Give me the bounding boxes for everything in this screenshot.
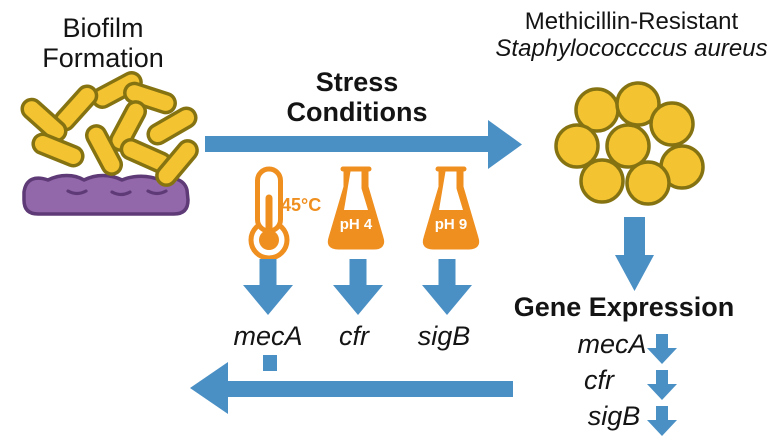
- rod-bacterium-icon: [31, 132, 85, 168]
- gene-expression-mecA: mecA: [577, 329, 647, 359]
- mrsa-down-arrow: [615, 217, 654, 291]
- thermometer-icon: [248, 166, 290, 261]
- gene-label-cfr: cfr: [339, 321, 369, 351]
- stress-conditions-title: Stress Conditions: [252, 67, 462, 127]
- coccus-cell-icon: [605, 123, 651, 169]
- gene-expression-cfr: cfr: [584, 365, 614, 395]
- flask-ph9-icon: [422, 166, 480, 250]
- ph4-down-arrow: [333, 259, 383, 315]
- cfr-small-arrow: [647, 370, 677, 400]
- gene-label-sigB: sigB: [417, 321, 471, 351]
- biofilm-title-line2: Formation: [42, 43, 164, 74]
- temperature-label: 45°C: [281, 195, 322, 215]
- biofilm-title-line1: Biofilm: [62, 13, 144, 43]
- mrsa-title-line2: Staphylococcccus aureus: [495, 34, 768, 62]
- rod-bacterium-icon: [155, 139, 199, 187]
- ph4-label: pH 4: [339, 216, 373, 233]
- coccus-cell-icon: [579, 158, 625, 204]
- stress-arrow-right: [205, 120, 522, 169]
- ph9-down-arrow: [422, 259, 472, 315]
- ph9-label: pH 9: [434, 216, 468, 233]
- temp-down-arrow: [243, 259, 293, 315]
- flask-ph4-icon: [327, 166, 385, 250]
- mrsa-title-line1: Methicillin-Resistant: [524, 8, 739, 35]
- rod-bacteria-cluster-icon: [20, 71, 199, 187]
- sigB-small-arrow: [647, 406, 677, 436]
- stress-title-line1: Stress: [315, 67, 399, 97]
- biofilm-formation-title: Biofilm Formation: [18, 13, 188, 73]
- coccus-cell-icon: [625, 160, 671, 206]
- rod-bacterium-icon: [123, 81, 177, 115]
- stress-title-line2: Conditions: [286, 97, 428, 128]
- coccus-cell-icon: [649, 101, 695, 147]
- rod-bacterium-icon: [20, 97, 68, 143]
- coccus-cell-icon: [615, 81, 661, 127]
- rod-bacterium-icon: [146, 106, 198, 146]
- cocci-cluster-icon: [554, 81, 705, 206]
- mecA-dash: [263, 355, 277, 371]
- gene-label-mecA: mecA: [233, 321, 303, 351]
- rod-bacterium-icon: [85, 124, 123, 176]
- mrsa-title: Methicillin-Resistant Staphylococcccus a…: [484, 8, 779, 63]
- feedback-left-arrow: [190, 362, 513, 414]
- mecA-small-arrow: [647, 334, 677, 364]
- biofilm-surface-marks: [66, 189, 168, 197]
- coccus-cell-icon: [554, 123, 600, 169]
- gene-expression-heading: Gene Expression: [513, 292, 735, 322]
- biofilm-surface-icon: [22, 173, 190, 216]
- gene-expression-sigB: sigB: [587, 401, 641, 431]
